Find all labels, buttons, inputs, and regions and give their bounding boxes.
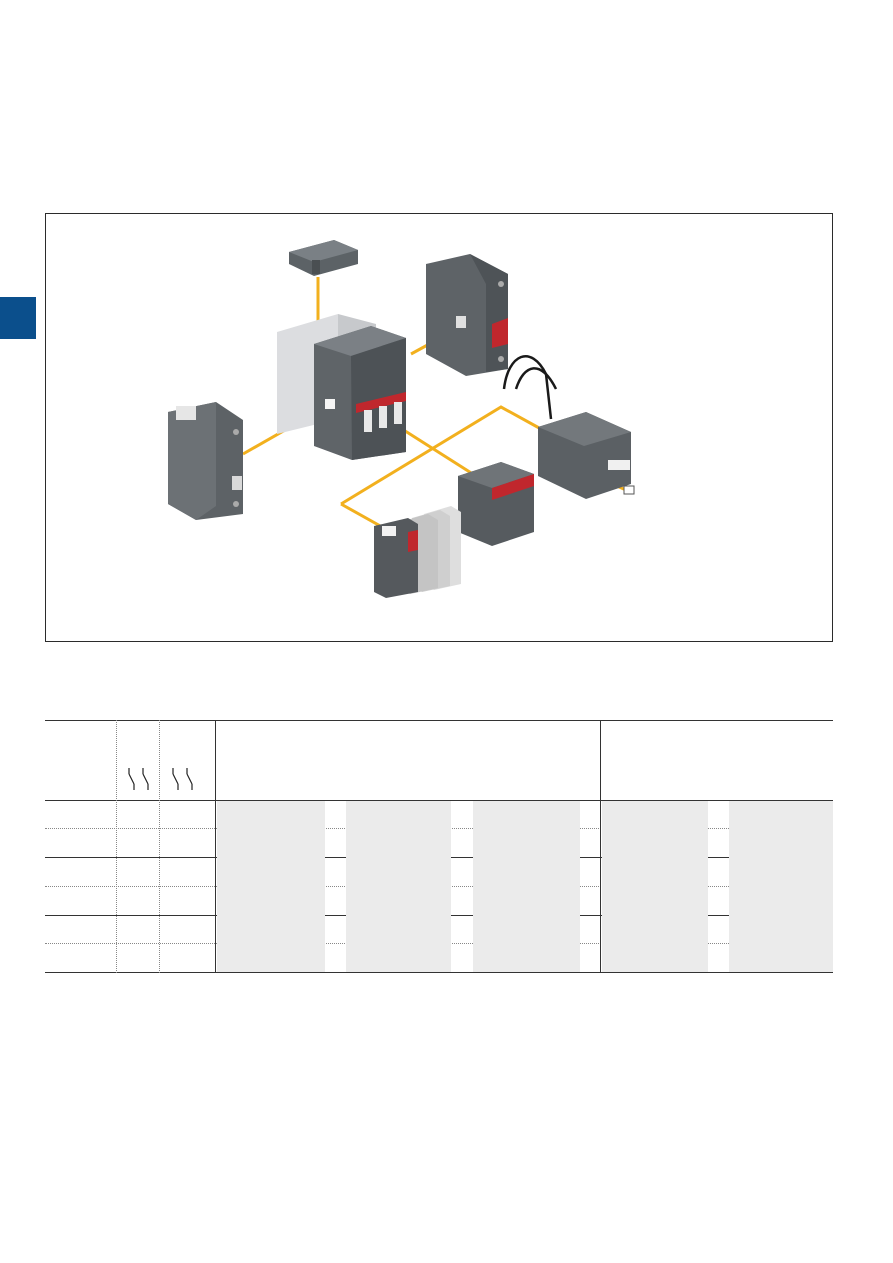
table-bottom-rule	[45, 972, 833, 973]
section-tab	[0, 297, 36, 339]
table-column	[473, 801, 580, 972]
no-contact-pair-icon	[172, 768, 193, 790]
table-column	[217, 801, 325, 972]
top-cover-accessory	[289, 240, 358, 276]
main-contactor	[277, 314, 406, 460]
left-auxiliary-block	[168, 402, 243, 520]
front-auxiliary-stack	[374, 506, 461, 598]
table-row-rule	[45, 800, 833, 801]
table-top-rule	[45, 720, 833, 721]
no-contact-pair-icon	[128, 768, 149, 790]
product-illustration	[45, 213, 833, 642]
spec-table	[45, 720, 833, 973]
table-column	[346, 801, 451, 972]
right-auxiliary-block	[426, 254, 508, 376]
table-column-divider	[215, 720, 216, 973]
front-auxiliary-block	[458, 462, 534, 546]
table-column-divider	[600, 720, 601, 973]
timer-block	[502, 355, 635, 499]
table-column-divider	[116, 720, 117, 973]
table-column	[729, 801, 833, 972]
table-column-divider	[159, 720, 160, 973]
table-column	[602, 801, 708, 972]
